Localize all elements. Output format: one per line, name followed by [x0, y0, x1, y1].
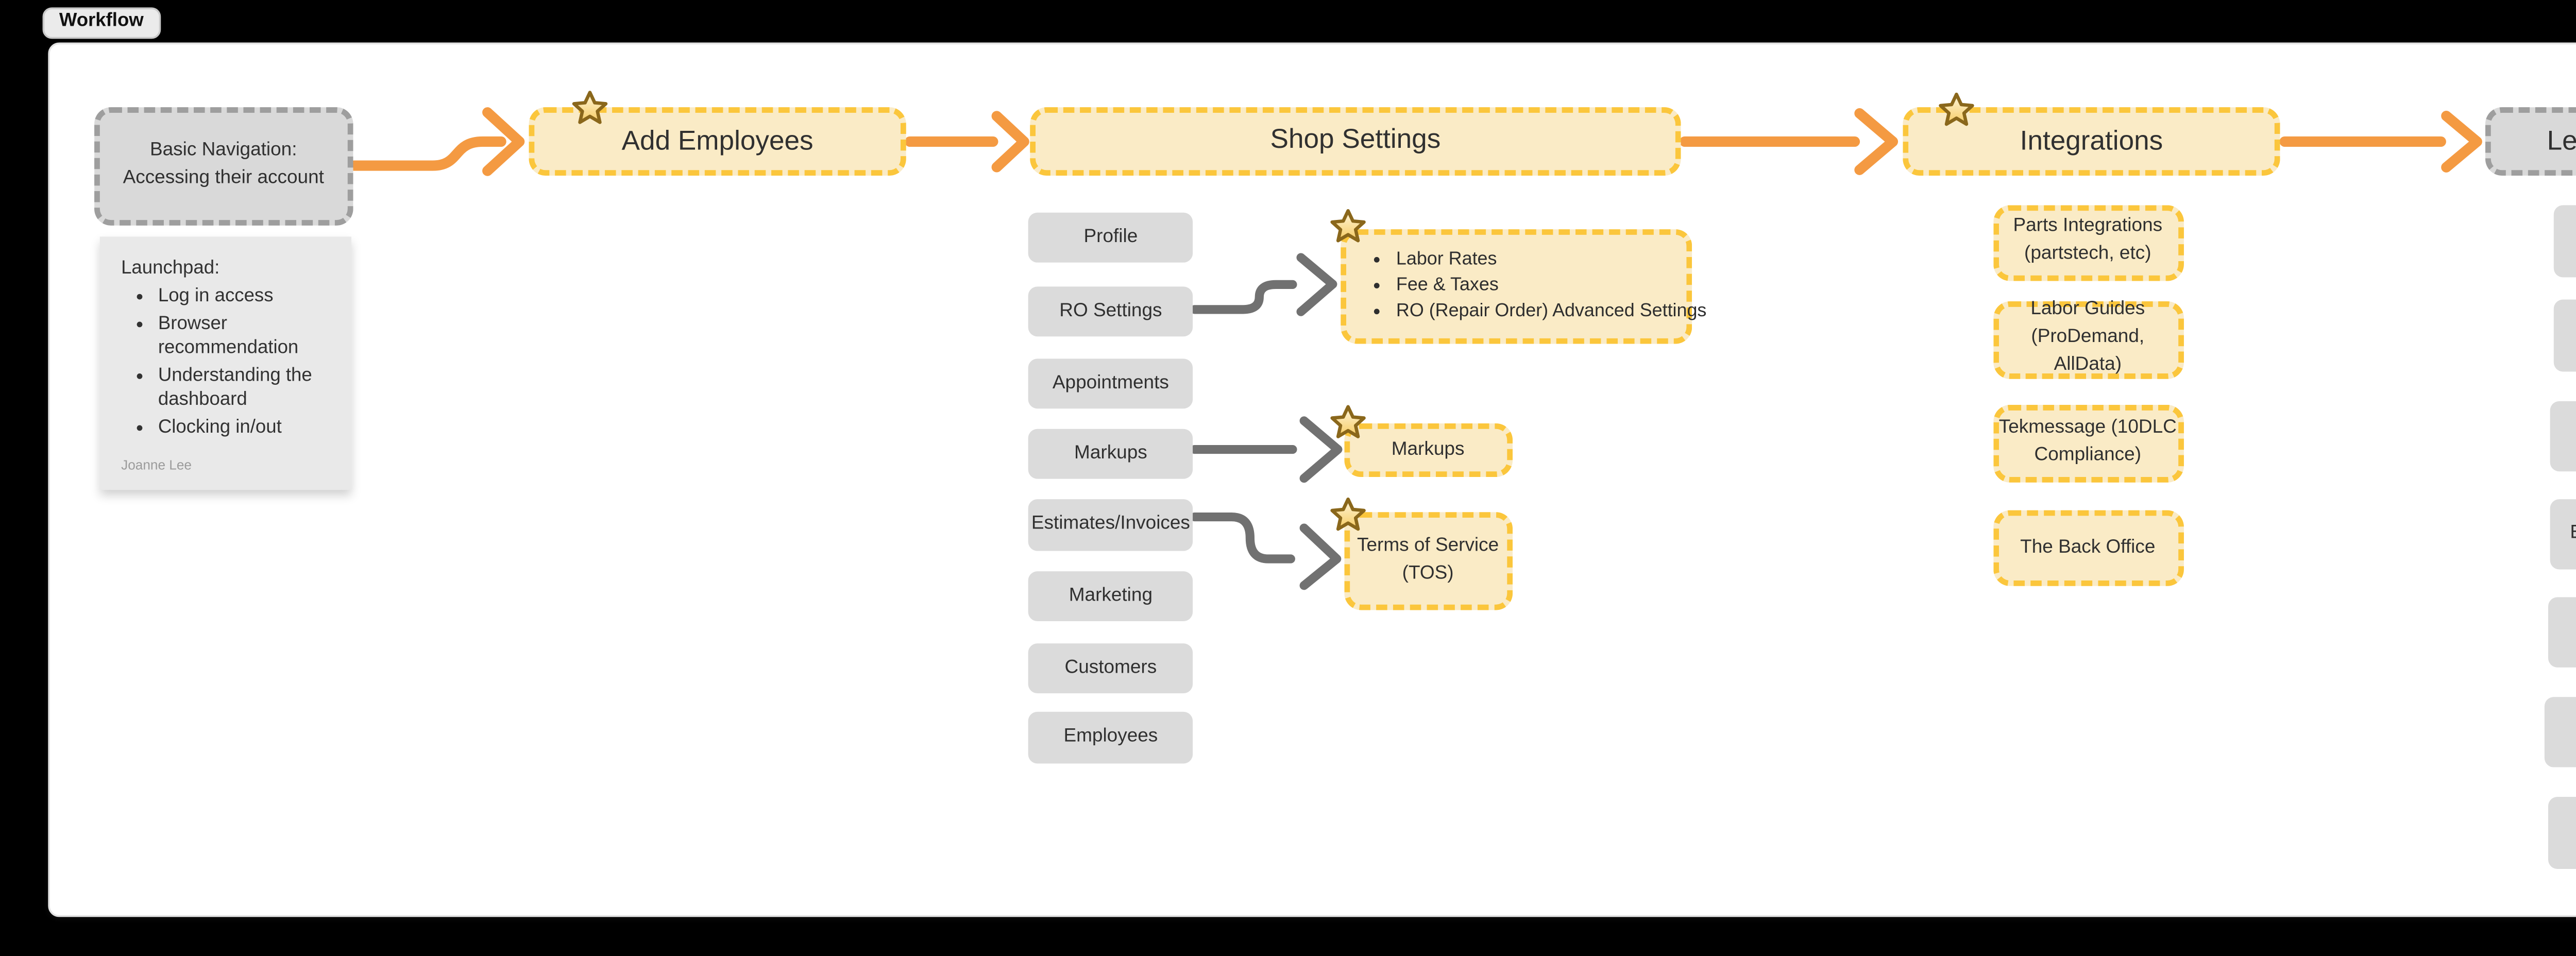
board-title-pill[interactable]: Workflow — [42, 6, 161, 38]
node-estimate-building[interactable]: Estimate building — [2550, 498, 2576, 570]
sticky-note-title: Launchpad: — [121, 258, 220, 279]
node-the-back-office[interactable]: The Back Office — [1992, 509, 2183, 587]
sticky-note-author: Joanne Lee — [121, 456, 192, 473]
star-icon[interactable] — [1327, 496, 1368, 536]
star-icon[interactable] — [1936, 91, 1977, 131]
node-parts-integrations[interactable]: Parts Integrations (partstech, etc) — [1992, 204, 2183, 281]
node-creating-an-ro[interactable]: Creating an RO — [2553, 300, 2576, 372]
node-wip[interactable]: WIP — [2545, 696, 2576, 769]
node-customers[interactable]: Customers — [1028, 642, 1194, 693]
star-icon[interactable] — [1327, 207, 1367, 248]
node-ro-settings-details[interactable]: Labor Rates Fee & Taxes RO (Repair Order… — [1341, 229, 1706, 343]
ro-settings-detail-item: Fee & Taxes — [1396, 274, 1706, 299]
node-markups-detail[interactable]: Markups — [1344, 424, 1512, 477]
node-estimates-invoices[interactable]: Estimates/Invoices — [1028, 500, 1194, 551]
star-icon[interactable] — [569, 90, 610, 130]
ro-settings-detail-item: RO (Repair Order) Advanced Settings — [1396, 299, 1706, 324]
node-payment[interactable]: Payment — [2548, 797, 2576, 869]
node-order-parts[interactable]: Order Parts — [2548, 596, 2576, 669]
star-icon[interactable] — [1327, 402, 1368, 443]
sticky-note-list: Log in access Browser recommendation Und… — [121, 284, 332, 441]
node-ro-navigation[interactable]: RO Navigation — [2550, 401, 2576, 472]
node-terms-of-service[interactable]: Terms of Service (TOS) — [1344, 513, 1512, 611]
node-appointments[interactable]: Appointments — [1028, 358, 1194, 409]
node-integrations[interactable]: Integrations — [1903, 107, 2280, 176]
node-learning-the-tool[interactable]: Learning the tool — [2484, 107, 2576, 176]
sticky-note-item: Understanding the dashboard — [158, 364, 332, 414]
node-tekmessage[interactable]: Tekmessage (10DLC Compliance) — [1992, 405, 2183, 483]
node-markups[interactable]: Markups — [1028, 428, 1194, 479]
sticky-note-launchpad[interactable]: Launchpad: Log in access Browser recomme… — [99, 235, 351, 489]
node-marketing[interactable]: Marketing — [1028, 571, 1194, 622]
node-labor-guides[interactable]: Labor Guides (ProDemand, AllData) — [1992, 300, 2183, 379]
node-profile[interactable]: Profile — [1028, 213, 1194, 264]
sticky-note-item: Clocking in/out — [158, 417, 332, 441]
node-basic-navigation[interactable]: Basic Navigation: Accessing their accoun… — [93, 107, 353, 225]
ro-settings-details-list: Labor Rates Fee & Taxes RO (Repair Order… — [1346, 248, 1706, 323]
node-shop-settings[interactable]: Shop Settings — [1030, 107, 1681, 175]
node-job-board[interactable]: Job Board — [2553, 206, 2576, 278]
ro-settings-detail-item: Labor Rates — [1396, 248, 1706, 274]
node-ro-settings[interactable]: RO Settings — [1028, 287, 1194, 337]
sticky-note-item: Log in access — [158, 284, 332, 309]
node-employees[interactable]: Employees — [1028, 712, 1194, 763]
sticky-note-item: Browser recommendation — [158, 312, 332, 362]
